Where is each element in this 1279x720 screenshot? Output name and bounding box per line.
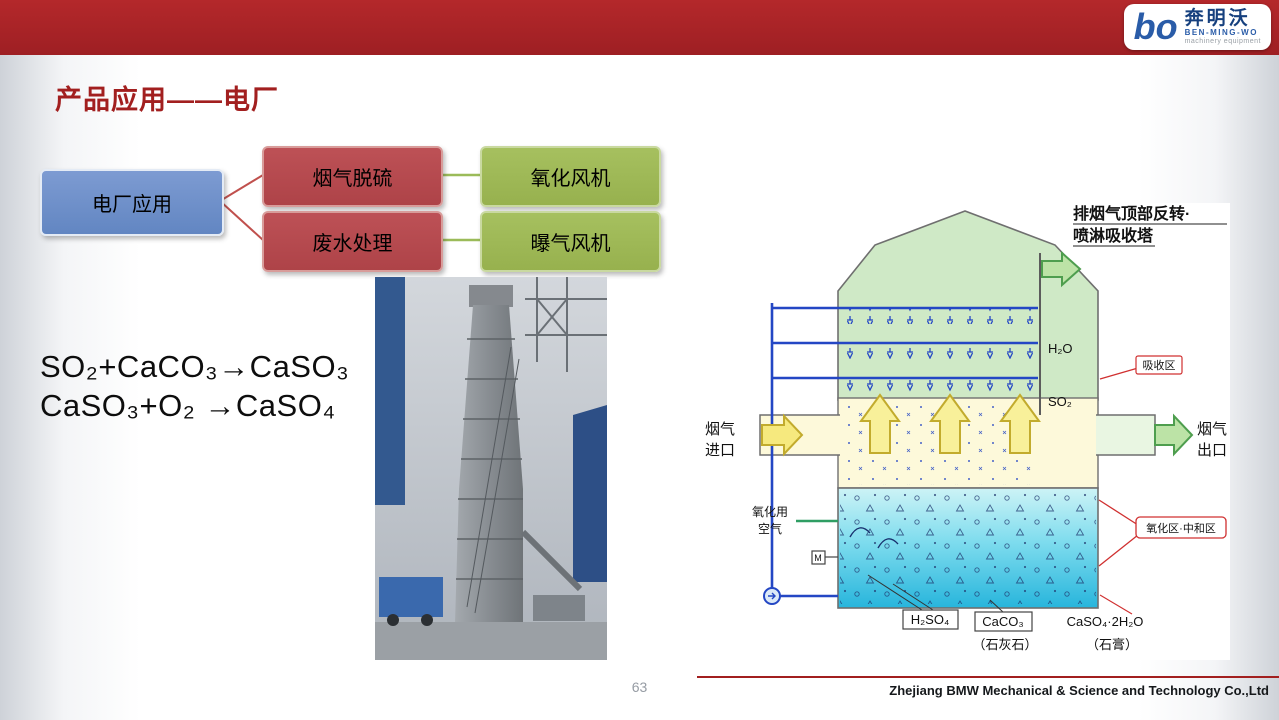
gas-outlet-label-line1: 烟气 [1197, 421, 1227, 438]
chemical-formulas: SO₂+CaCO₃→CaSO₃ CaSO₃+O₂ →CaSO₄ [40, 348, 349, 426]
photo-blue-building-left [375, 277, 405, 505]
caco3-label: CaCO₃ [982, 614, 1023, 629]
page-number: 63 [631, 679, 648, 695]
h2so4-label: H₂SO₄ [911, 612, 950, 627]
flow-box-wastewater-treatment: 废水处理 [262, 211, 443, 272]
diagram-title-line2: 喷淋吸收塔 [1073, 226, 1154, 245]
h2so4-box [902, 609, 959, 630]
photo-steel-lattice [525, 277, 607, 372]
gas-flow-arrows [761, 250, 1194, 457]
formula-line-1: SO₂+CaCO₃→CaSO₃ [40, 349, 350, 384]
photo-tower-top [469, 285, 513, 307]
so2-label: SO₂ [1048, 394, 1072, 409]
photo-ground [375, 622, 607, 660]
h2o-label: H₂O [1048, 341, 1073, 356]
top-reversal-arrow [1041, 250, 1082, 288]
caco3-box [974, 611, 1033, 632]
formula-line-2: CaSO₃+O₂ →CaSO₄ [40, 387, 336, 423]
slurry-bubbles [840, 493, 1096, 604]
plant-photo-illustration [375, 277, 607, 660]
gas-inlet-label-line2: 进口 [705, 442, 735, 459]
footer-divider [697, 676, 1279, 678]
motor-label: M [814, 553, 822, 563]
absorption-zone-box [1135, 355, 1183, 375]
photo-stairs [466, 346, 520, 614]
photo-truck-wheel [387, 614, 399, 626]
photo-truck [379, 577, 443, 617]
oxidation-air-inlet [796, 519, 899, 565]
logo-name-cn: 奔明沃 [1184, 7, 1251, 29]
flow-box-flue-gas-desulfurization: 烟气脱硫 [262, 146, 443, 207]
oxidation-zone-box [1135, 516, 1227, 539]
photo-pipe [520, 529, 583, 592]
gas-inlet-arrow [761, 413, 804, 457]
flow-root-box-power-plant: 电厂应用 [40, 169, 224, 236]
slide-title: 产品应用——电厂 [55, 85, 279, 115]
photo-truck-wheel [421, 614, 433, 626]
leader-lines [867, 367, 1139, 615]
diagram-title-line1: 排烟气顶部反转· [1073, 204, 1190, 223]
photo-equipment-box [533, 595, 585, 621]
photo-platform-rings [456, 338, 523, 580]
oxidation-air-label-line2: 空气 [758, 521, 782, 536]
photo-blue-building-right [573, 405, 607, 582]
logo-name-en: BEN-MING-WO [1184, 28, 1258, 38]
header-bar: bo 奔明沃 BEN-MING-WO machinery equipment [0, 0, 1279, 55]
gas-outlet-label-line2: 出口 [1197, 442, 1227, 459]
oxidation-air-label-line1: 氧化用 [752, 505, 788, 519]
limestone-label: （石灰石） [972, 637, 1037, 652]
gypsum-label: （石膏） [1086, 637, 1138, 652]
tower-diagram-panel: 排烟气顶部反转· 喷淋吸收塔 烟气 进口 烟气 出口 H₂O SO₂ 吸收区 氧… [700, 203, 1230, 660]
gas-inlet-label-line1: 烟气 [705, 421, 735, 438]
gas-outlet-arrow [1154, 413, 1194, 457]
flow-box-aeration-fan: 曝气风机 [480, 211, 661, 272]
photo-absorber-tower [455, 305, 523, 624]
oxidation-zone-label: 氧化区·中和区 [1146, 521, 1216, 535]
logo-tagline: machinery equipment [1184, 38, 1261, 46]
flow-box-oxidation-fan: 氧化风机 [480, 146, 661, 207]
plant-photo [375, 277, 607, 660]
absorption-tower-diagram: 排烟气顶部反转· 喷淋吸收塔 烟气 进口 烟气 出口 H₂O SO₂ 吸收区 氧… [705, 204, 1227, 652]
logo-mark: bo [1133, 5, 1178, 47]
caso4-label: CaSO₄·2H₂O [1067, 614, 1144, 629]
footer-company-name: Zhejiang BMW Mechanical & Science and Te… [889, 683, 1269, 698]
absorption-zone-label: 吸收区 [1143, 358, 1176, 372]
company-logo: bo 奔明沃 BEN-MING-WO machinery equipment [1123, 4, 1271, 50]
